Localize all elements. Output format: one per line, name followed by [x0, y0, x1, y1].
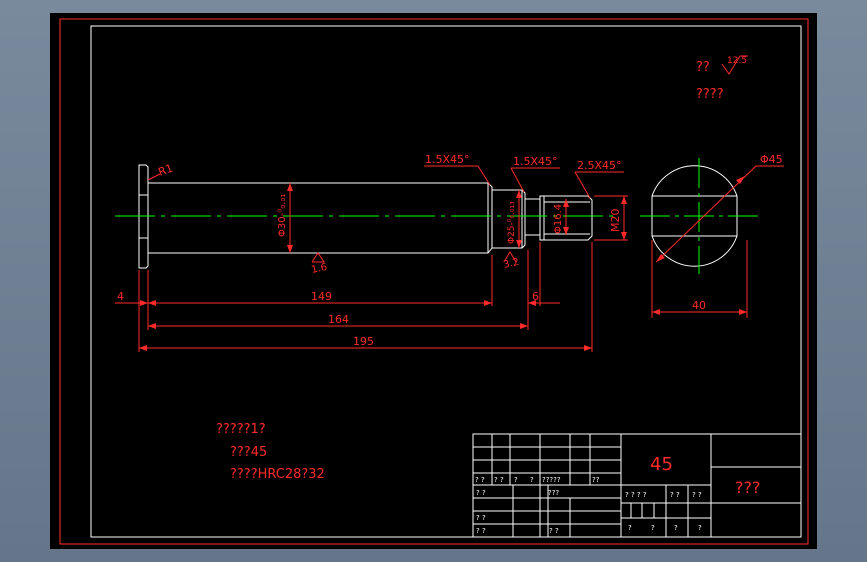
label-dia25: Φ25-⁰₀.₀₁₃ [507, 201, 517, 244]
drawing-sheet [50, 13, 817, 549]
shaft-thread [539, 195, 593, 241]
label-m20: M20 [609, 209, 622, 233]
label-len-149: 149 [311, 290, 332, 303]
tech-req-line1: ?????1? [216, 422, 266, 437]
tb-row3-label-0: ? ? [476, 514, 486, 522]
roughness-symbol-32 [503, 251, 517, 263]
section-view [651, 165, 738, 267]
surface-note-roughness: 12.5 [727, 56, 747, 66]
label-chamfer-mid: 1.5X45° [513, 155, 558, 168]
tech-req-line2: ???45 [230, 445, 267, 460]
shaft-neck [525, 198, 541, 236]
tb-row1-label-2: ? [514, 476, 518, 484]
tb-part-name: ??? [735, 478, 760, 497]
label-len-195: 195 [353, 335, 374, 348]
tb-row1-label-5: ?? [592, 476, 600, 484]
inner-frame [90, 25, 802, 538]
title-block-main-text: 45 ??? [650, 454, 760, 497]
roughness-symbol-corner [721, 55, 748, 75]
tb-material: 45 [650, 454, 673, 475]
chamfer-mid-leader [510, 167, 525, 193]
tech-requirements: ?????1? ???45 ????HRC28?32 [216, 422, 325, 482]
outer-frame [59, 18, 809, 545]
label-chamfer-left: 1.5X45° [425, 153, 470, 166]
label-len-164: 164 [328, 313, 349, 326]
label-len-4: 4 [117, 290, 124, 303]
label-chamfer-right: 2.5X45° [577, 159, 622, 172]
tb-row1-label-3: ? [530, 476, 534, 484]
tb-scale-label-2: ? ? [692, 491, 702, 499]
tb-row4-label-0: ? ? [476, 527, 486, 535]
title-block [472, 433, 802, 538]
chamfer-right-leader [574, 171, 591, 199]
tb-row2-label-0: ? ? [476, 489, 486, 497]
roughness-symbol-16 [311, 252, 325, 263]
chamfer-left-leader [477, 165, 491, 186]
tb-row2-label-1: ??? [548, 489, 559, 497]
label-dia30: Φ30-⁰₀.₀₁ [277, 194, 288, 237]
tb-bottom-label-1: ? [651, 524, 655, 532]
tb-scale-label-0: ? ? ? ? [625, 491, 647, 499]
surface-note-label: ?? [696, 60, 710, 75]
dimension-lines [115, 55, 784, 352]
tb-bottom-label-3: ? [698, 524, 702, 532]
surface-note-remark: ???? [696, 87, 724, 102]
tb-bottom-label-2: ? [674, 524, 678, 532]
tech-req-line3: ????HRC28?32 [230, 467, 325, 482]
dimension-labels: R1 1.5X45° 1.5X45° 2.5X45° Φ30-⁰₀.₀₁ Φ25… [117, 153, 783, 348]
shaft-flange [138, 164, 149, 269]
r1-leader [147, 173, 161, 181]
label-len-6: 6 [532, 290, 539, 303]
label-rough-16: 1.6 [310, 262, 328, 276]
label-dia16: Φ16.4 [553, 204, 564, 234]
surface-note: ?? 12.5 ???? [696, 56, 747, 102]
shaft-main-body [148, 182, 493, 254]
tb-row3-label-1: ? ? [549, 527, 559, 535]
label-width-40: 40 [692, 299, 706, 312]
tb-row1-label-4: ????? [542, 476, 561, 484]
tb-scale-label-1: ? ? [670, 491, 680, 499]
tb-row1-label-1: ? ? [494, 476, 504, 484]
label-r1: R1 [157, 162, 175, 179]
shaft-section-25 [492, 189, 526, 249]
arrowheads [139, 176, 747, 351]
label-rough-32: 3.2 [502, 257, 520, 271]
tb-bottom-label-0: ? [628, 524, 632, 532]
label-dia45: Φ45 [760, 153, 783, 166]
tb-row1-label-0: ? ? [475, 476, 485, 484]
title-block-text: ? ? ? ? ? ? ????? ?? ? ? ??? ? ? ? ? ? ?… [475, 476, 702, 535]
